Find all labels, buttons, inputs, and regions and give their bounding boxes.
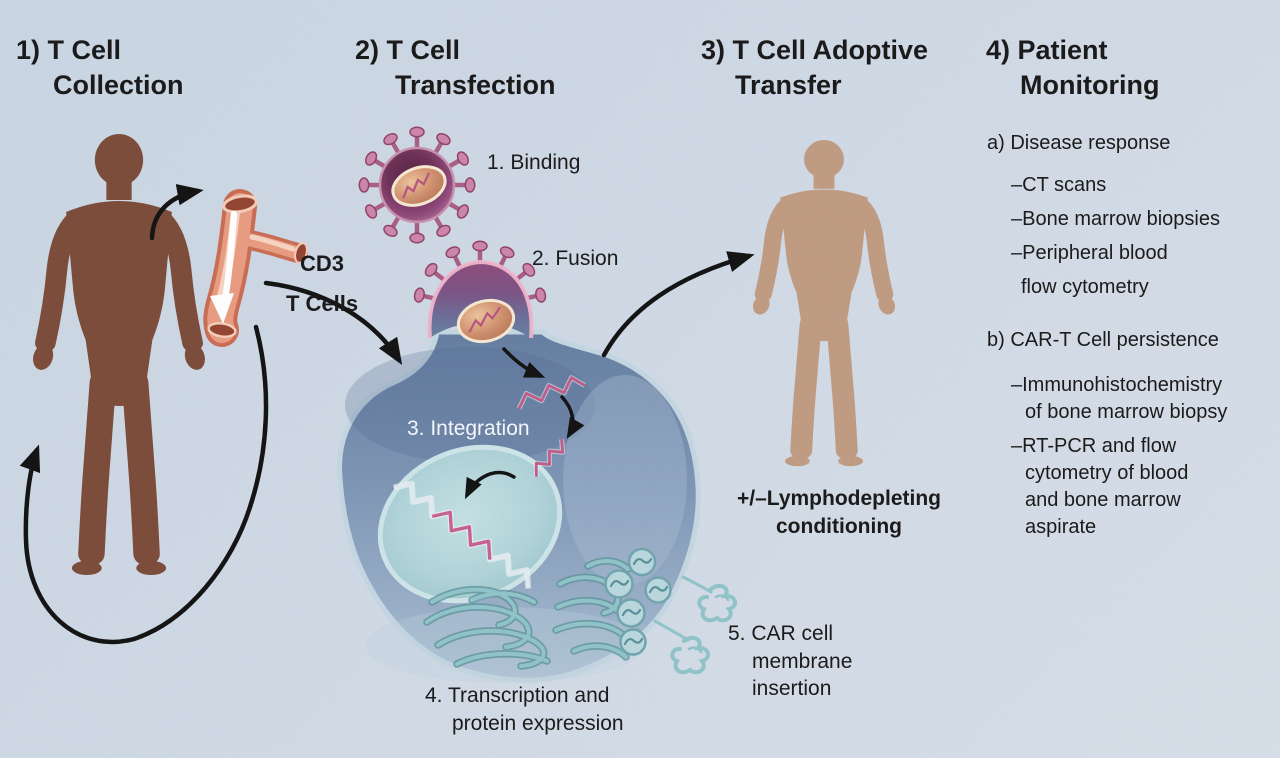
monitoring-a-item: –CT scans [1011, 174, 1107, 196]
car-line2: membrane [752, 649, 853, 673]
step-4-line1: 4) Patient [986, 35, 1108, 65]
lympho-line2: conditioning [776, 515, 902, 538]
monitoring-b-item: cytometry of blood [1025, 462, 1189, 484]
monitoring-b-item: and bone marrow [1025, 489, 1181, 511]
step-3-title: 3) T Cell Adoptive Transfer [701, 33, 928, 103]
step-1-title: 1) T Cell Collection [16, 33, 184, 103]
monitoring-b-label: b) CAR-T Cell persistence [987, 329, 1219, 351]
monitoring-b-item: of bone marrow biopsy [1025, 401, 1228, 423]
monitoring-a-label: a) Disease response [987, 132, 1171, 154]
step-2-line1: 2) T Cell [355, 35, 461, 65]
monitoring-a-item: –Peripheral blood [1011, 242, 1168, 264]
label-car-insertion: 5. CAR cell membrane insertion [728, 620, 852, 703]
car-line1: 5. CAR cell [728, 622, 834, 645]
monitoring-b-item: –Immunohistochemistry [1011, 374, 1223, 396]
step-3-line1: 3) T Cell Adoptive [701, 35, 929, 65]
lympho-line1: +/–Lymphodepleting [737, 487, 941, 510]
monitoring-b-item: aspirate [1025, 516, 1097, 538]
step-1-line2: Collection [53, 70, 184, 100]
monitoring-a-item: –Bone marrow biopsies [1011, 208, 1220, 230]
step-2-line2: Transfection [395, 70, 556, 100]
label-integration: 3. Integration [407, 417, 530, 440]
label-lymphodepleting: +/–Lymphodepleting conditioning [719, 485, 959, 541]
label-t-cells: T Cells [286, 291, 359, 316]
step-4-line2: Monitoring [1020, 70, 1160, 100]
label-transcription: 4. Transcription and protein expression [425, 682, 624, 738]
label-binding: 1. Binding [487, 151, 581, 174]
label-cd3: CD3 [300, 251, 345, 276]
transcription-line1: 4. Transcription and [425, 684, 610, 707]
step-1-line1: 1) T Cell [16, 35, 122, 65]
monitoring-b-item: –RT-PCR and flow [1011, 435, 1177, 457]
label-fusion: 2. Fusion [532, 247, 619, 270]
step-3-line2: Transfer [735, 70, 842, 100]
step-2-title: 2) T Cell Transfection [355, 33, 556, 103]
transcription-line2: protein expression [452, 712, 624, 735]
monitoring-a-item: flow cytometry [1021, 276, 1149, 298]
car-line3: insertion [752, 677, 832, 700]
step-4-title: 4) Patient Monitoring [986, 33, 1159, 103]
